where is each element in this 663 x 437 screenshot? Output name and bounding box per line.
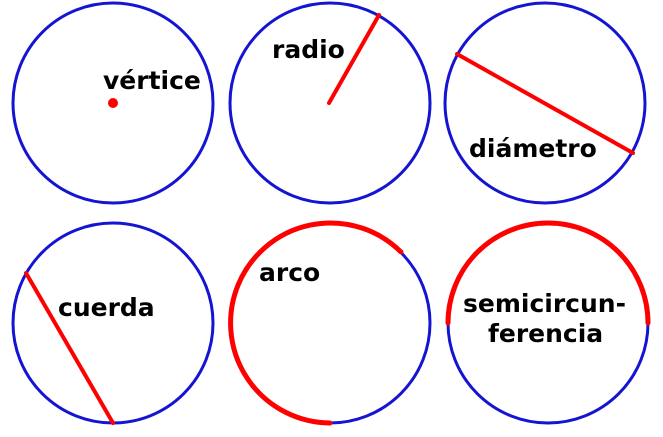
panel-cuerda: cuerda [11,221,215,425]
diameter-line [455,52,635,155]
semicircle-highlight [445,220,651,326]
center-point [108,98,118,108]
label-radio: radio [272,35,345,64]
panel-vertice: vértice [11,1,215,205]
arc-highlight [228,220,404,426]
label-vertice: vértice [103,66,201,95]
panel-arco: arco [228,220,432,426]
label-arco: arco [259,258,320,287]
circle-cuerda [11,221,215,425]
label-semicircunferencia-line2: ferencia [488,319,603,348]
panel-semicircunferencia: semicircun- ferencia [445,220,651,425]
label-cuerda: cuerda [58,293,155,322]
chord-line [24,271,115,425]
panel-diametro: diámetro [443,1,647,205]
radius-line [327,13,381,105]
circle-radio [228,1,432,205]
label-diametro: diámetro [469,134,597,163]
circle-vertice [11,1,215,205]
panel-radio: radio [228,1,432,205]
label-semicircunferencia-line1: semicircun- [463,289,626,318]
circle-diametro [443,1,647,205]
